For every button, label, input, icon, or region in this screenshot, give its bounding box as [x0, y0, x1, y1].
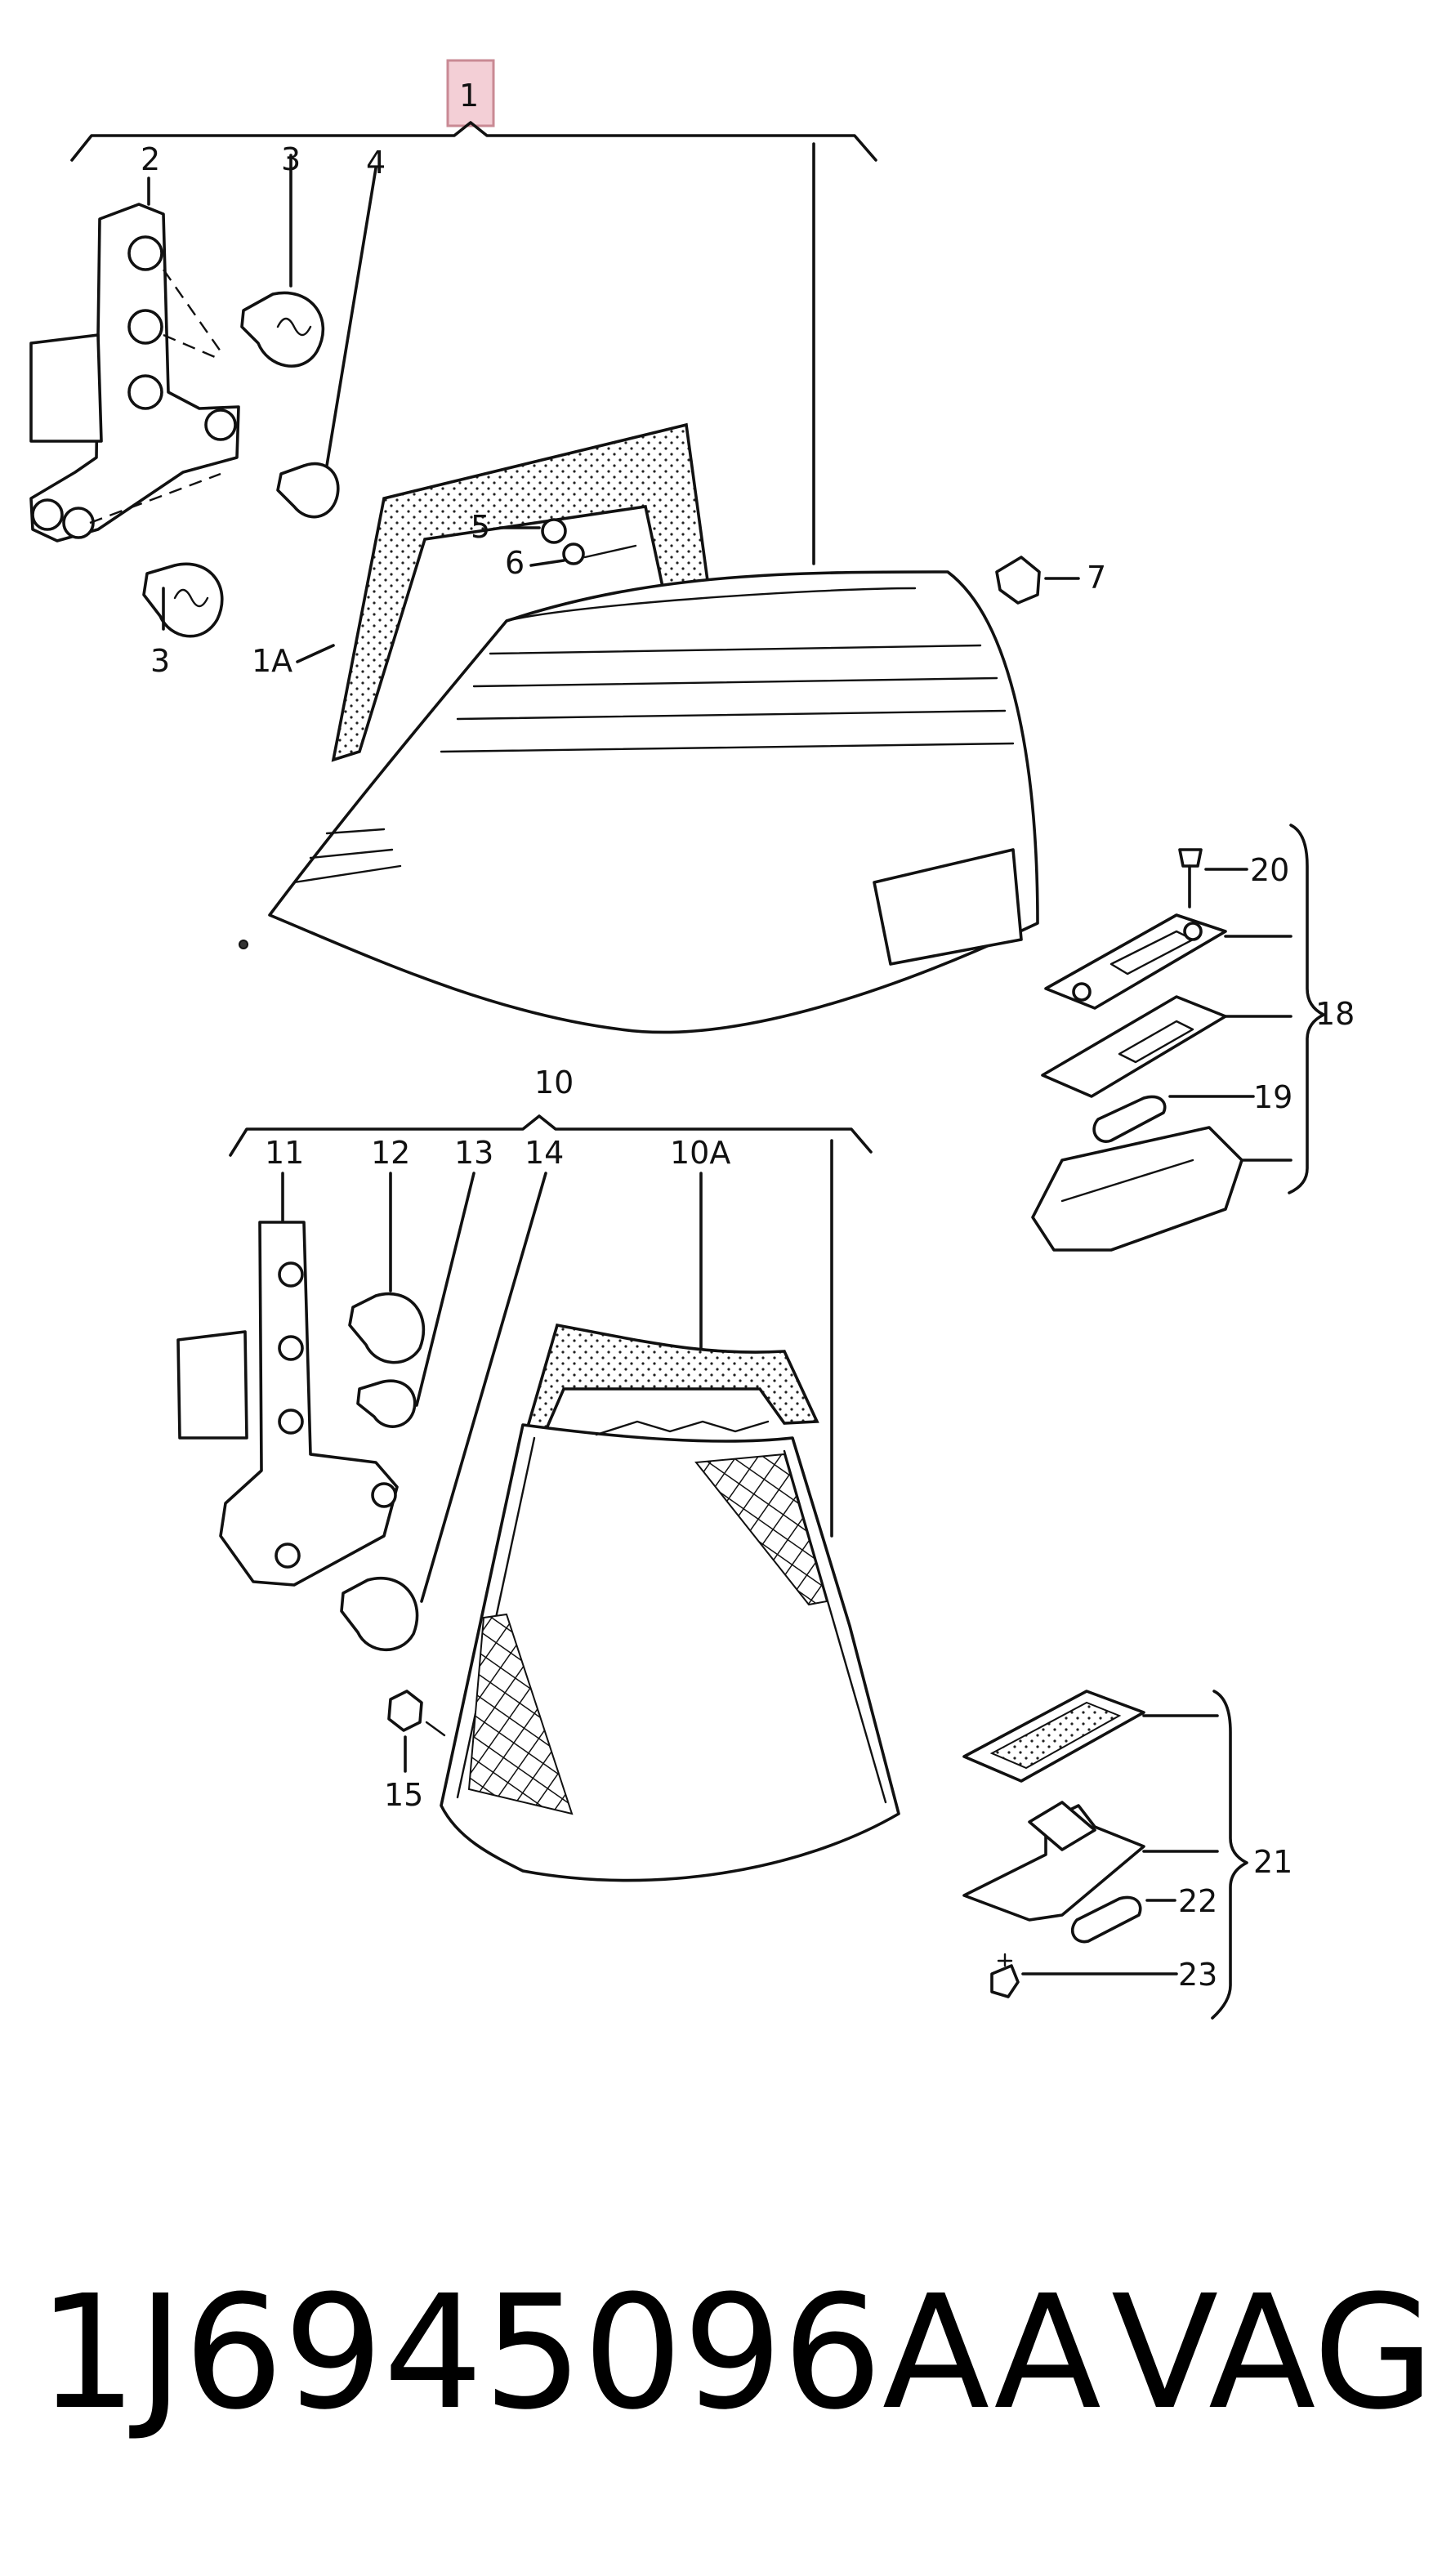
label-14: 14	[525, 1135, 564, 1171]
label-10: 10	[534, 1065, 574, 1100]
bulb-holder-11	[176, 1221, 399, 1587]
label-23: 23	[1178, 1957, 1217, 1993]
label-11: 11	[265, 1135, 304, 1171]
bulb-4	[276, 167, 377, 519]
highlight-box	[446, 59, 495, 127]
nut-5	[498, 518, 567, 544]
tail-light-lens	[440, 1420, 900, 1882]
label-13: 13	[454, 1135, 493, 1171]
clip-7	[995, 556, 1080, 605]
bulb-3-top	[240, 154, 325, 368]
bulb-13	[356, 1379, 417, 1428]
label-20: 20	[1250, 852, 1289, 888]
label-12: 12	[371, 1135, 410, 1171]
label-1a: 1A	[252, 643, 292, 679]
gasket-1a	[331, 422, 712, 762]
bracket-1	[70, 121, 877, 162]
license-lamp-21: 21 22 23	[962, 1690, 1293, 2020]
bulb-14	[340, 1577, 419, 1652]
label-7: 7	[1087, 560, 1106, 596]
label-10a: 10A	[670, 1135, 730, 1171]
label-2: 2	[141, 141, 160, 177]
label-21: 21	[1253, 1844, 1293, 1880]
part-number: 1J6945096AA	[38, 2262, 1101, 2444]
label-1: 1	[459, 78, 479, 114]
label-22: 22	[1178, 1883, 1217, 1919]
label-3-bottom: 3	[150, 643, 170, 679]
label-6: 6	[505, 545, 525, 581]
washer-6	[529, 542, 637, 567]
label-5: 5	[471, 509, 490, 545]
label-15: 15	[384, 1777, 423, 1813]
gasket-10a	[522, 1323, 819, 1440]
label-4: 4	[366, 145, 386, 181]
label-3-top: 3	[281, 141, 301, 177]
nut-15	[387, 1690, 446, 1773]
bulb-12	[348, 1292, 426, 1364]
tail-light-assembly-1: 1 2	[29, 59, 1106, 1034]
tail-light-housing	[239, 570, 1039, 1034]
license-lamp-18: 18 20 19	[1031, 824, 1355, 1252]
tail-light-assembly-10: 10 11 12 13 14 10A	[176, 1065, 900, 1882]
bulb-holder-2	[29, 203, 240, 542]
brand-name: VAG	[1111, 2262, 1435, 2444]
bulb-3-bottom	[142, 562, 224, 638]
label-19: 19	[1253, 1079, 1293, 1115]
label-18: 18	[1315, 996, 1355, 1032]
